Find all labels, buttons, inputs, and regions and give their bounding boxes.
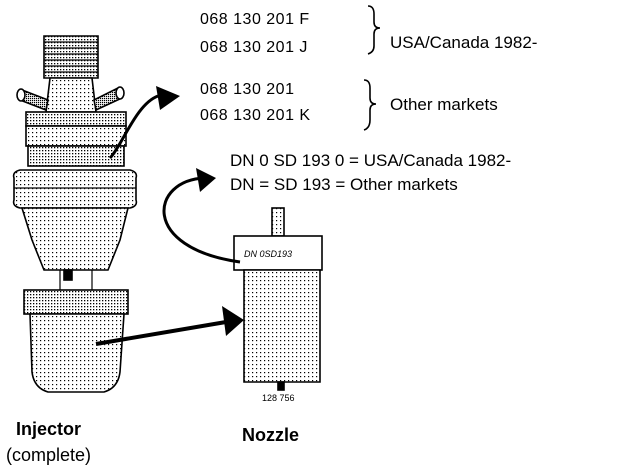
part-number-other-1: 068 130 201	[200, 81, 295, 98]
injector-subtitle: (complete)	[6, 445, 92, 465]
nozzle-title: Nozzle	[242, 425, 300, 445]
market-usa-canada: USA/Canada 1982-	[390, 33, 538, 52]
braces	[363, 5, 381, 131]
arrow-injector-to-nozzle	[95, 320, 227, 346]
arrow-dn-to-nozzle	[162, 176, 241, 264]
dn-code-usa: DN 0 SD 193 0 = USA/Canada 1982-	[230, 151, 512, 170]
market-other: Other markets	[390, 95, 498, 114]
part-number-usa-2: 068 130 201 J	[200, 39, 308, 56]
dn-code-other: DN = SD 193 = Other markets	[230, 175, 458, 194]
injector-body	[12, 35, 138, 393]
arrow-to-part-numbers	[108, 94, 159, 160]
nozzle-stamp: DN 0SD193	[244, 249, 293, 259]
figure-number: 128 756	[262, 393, 295, 403]
nozzle-body	[233, 207, 323, 391]
part-number-usa-1: 068 130 201 F	[200, 11, 310, 28]
brace-usa-canada	[367, 5, 381, 55]
arrows	[95, 86, 244, 346]
brace-other-markets	[363, 79, 377, 131]
part-number-other-2: 068 130 201 K	[200, 107, 311, 124]
injector-title: Injector	[16, 419, 82, 439]
